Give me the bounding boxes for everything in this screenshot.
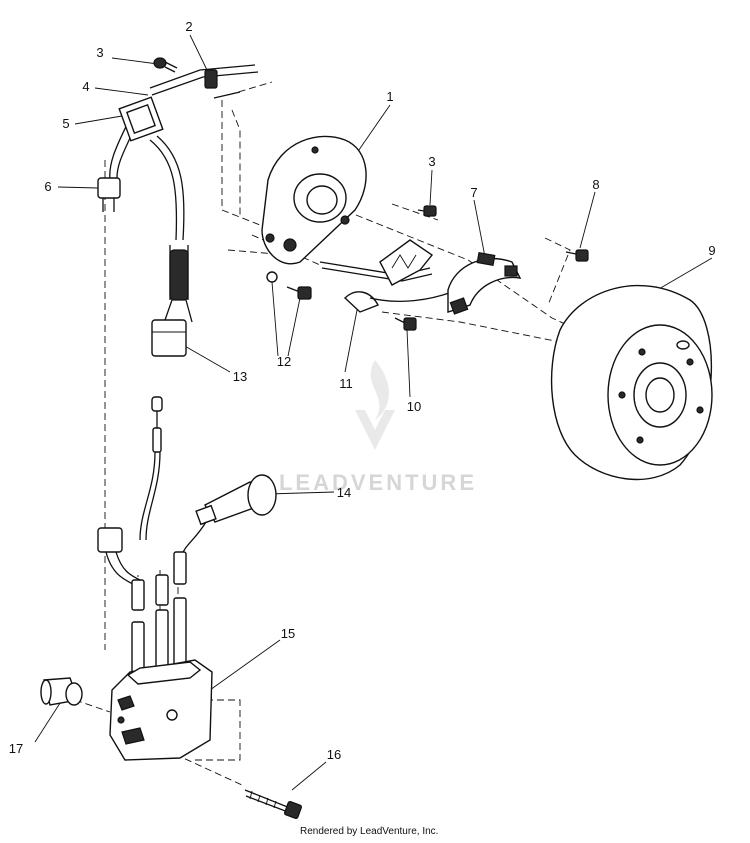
callout-5: 5 [62,116,70,131]
callout-6: 6 [44,179,52,194]
callout-13: 13 [232,369,248,384]
watermark-text: LEADVENTURE [278,470,477,495]
harness-plug [151,319,187,357]
flywheel [550,284,713,481]
callout-1: 1 [386,89,394,104]
stator-plate [261,135,367,265]
ignition-coil [109,597,213,761]
spark-plug-cap [195,474,277,526]
alignment-lines [74,81,601,786]
callout-16: 16 [326,747,342,762]
harness-connector [97,177,121,199]
tube-b [155,574,169,606]
regulator-face [126,104,156,134]
screw-middle [417,205,437,217]
coil-connector [97,527,141,586]
bolt-10 [394,317,417,331]
callout-4: 4 [82,79,90,94]
credit-line: Rendered by LeadVenture, Inc. [300,826,439,837]
plug-wire [181,521,207,556]
callout-3-middle: 3 [428,154,436,169]
callout-15: 15 [280,626,296,641]
callout-14: 14 [336,485,352,500]
callout-11: 11 [339,376,353,391]
callout-2: 2 [185,19,193,34]
harness-clamp [204,69,218,89]
callout-12: 12 [276,354,292,369]
callout-17: 17 [8,741,24,756]
charge-coil [447,251,522,315]
coil-spacer [40,677,83,706]
screw-top [153,57,178,73]
spark-plug-lead [139,396,163,541]
tube-c [173,551,187,585]
pulser-assembly [319,239,453,313]
callout-7: 7 [470,185,478,200]
callout-3-top: 3 [96,45,104,60]
tube-a [131,579,145,611]
bolt-and-washer-12 [266,271,312,300]
watermark-logo-icon [355,360,395,450]
callout-9: 9 [708,243,716,258]
screw-8 [565,249,589,262]
callout-8: 8 [592,177,600,192]
callout-10: 10 [406,399,422,414]
wire-wrap [169,249,189,301]
coil-bolt [244,789,303,820]
leader-lines [34,34,713,791]
